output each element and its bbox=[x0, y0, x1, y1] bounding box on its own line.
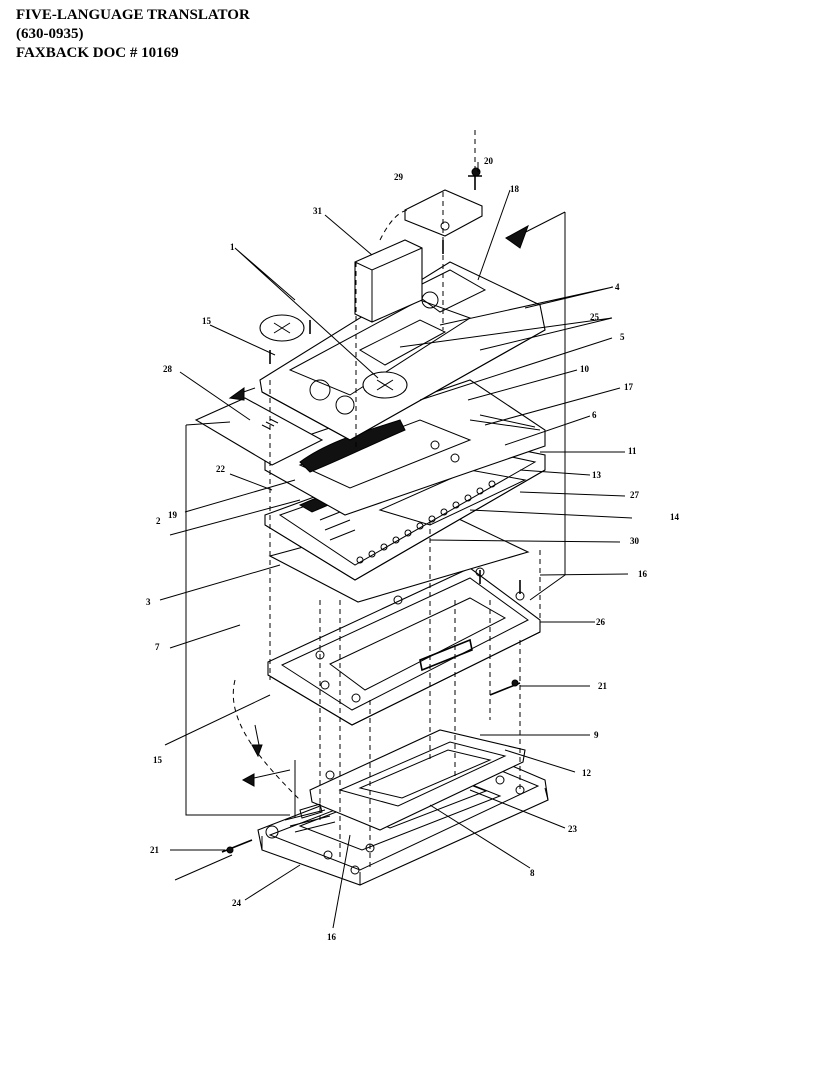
header-doc-number: FAXBACK DOC # 10169 bbox=[16, 45, 179, 61]
callout-30: 30 bbox=[630, 536, 640, 546]
document-header: FIVE-LANGUAGE TRANSLATOR (630-0935) FAXB… bbox=[16, 6, 250, 63]
callout-9: 9 bbox=[594, 730, 599, 740]
callout-11: 11 bbox=[628, 446, 637, 456]
battery-cells bbox=[259, 314, 408, 399]
callout-17: 17 bbox=[624, 382, 634, 392]
callout-14: 14 bbox=[670, 512, 680, 522]
callout-20: 20 bbox=[484, 156, 494, 166]
callout-6: 6 bbox=[592, 410, 597, 420]
callout-28: 28 bbox=[163, 364, 173, 374]
label-sticker bbox=[354, 239, 423, 323]
callout-18: 18 bbox=[510, 184, 520, 194]
callout-29: 29 bbox=[394, 172, 404, 182]
callout-19: 19 bbox=[168, 510, 178, 520]
callout-5: 5 bbox=[620, 332, 625, 342]
callout-26: 26 bbox=[596, 617, 606, 627]
callout-8: 8 bbox=[530, 868, 535, 878]
callout-7: 7 bbox=[155, 642, 160, 652]
callout-4: 4 bbox=[615, 282, 620, 292]
header-title: FIVE-LANGUAGE TRANSLATOR bbox=[16, 7, 250, 23]
header-part-number: (630-0935) bbox=[16, 26, 84, 42]
callout-16-right: 16 bbox=[638, 569, 648, 579]
callout-13: 13 bbox=[592, 470, 602, 480]
callout-1: 1 bbox=[230, 242, 235, 252]
callout-15-bottom: 15 bbox=[153, 755, 163, 765]
callout-21-right: 21 bbox=[598, 681, 608, 691]
callout-2: 2 bbox=[156, 516, 161, 526]
display-frame bbox=[267, 567, 541, 726]
alignment-lines bbox=[232, 130, 541, 870]
callout-21-left: 21 bbox=[150, 845, 160, 855]
callout-22: 22 bbox=[216, 464, 226, 474]
callout-16-bottom: 16 bbox=[327, 932, 337, 942]
main-pcb bbox=[299, 729, 526, 853]
callout-3: 3 bbox=[146, 597, 151, 607]
key-row bbox=[356, 480, 496, 564]
callout-23: 23 bbox=[568, 824, 578, 834]
callout-24: 24 bbox=[232, 898, 242, 908]
callout-27: 27 bbox=[630, 490, 640, 500]
callout-12: 12 bbox=[582, 768, 592, 778]
callout-labels: 20 29 18 31 1 4 25 5 15 10 28 17 6 11 13… bbox=[146, 156, 680, 942]
top-case bbox=[259, 261, 546, 441]
callout-10: 10 bbox=[580, 364, 590, 374]
leader-lines bbox=[159, 162, 633, 929]
callout-31: 31 bbox=[313, 206, 323, 216]
middle-plate bbox=[264, 379, 546, 516]
callout-25: 25 bbox=[590, 312, 600, 322]
callout-15-top: 15 bbox=[202, 316, 212, 326]
